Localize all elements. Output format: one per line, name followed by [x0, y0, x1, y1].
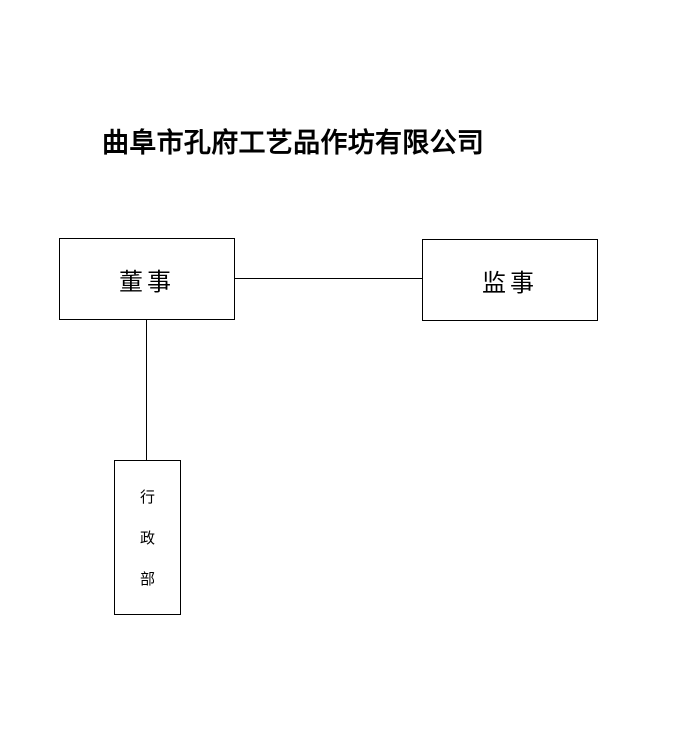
admin-box: 行 政 部	[114, 460, 181, 615]
admin-label-char: 部	[139, 570, 155, 588]
admin-label-char: 行	[139, 488, 155, 506]
board-box: 董事	[59, 238, 235, 320]
board-label: 董事	[119, 267, 175, 296]
supervisor-box: 监事	[422, 239, 598, 321]
connector-board-admin	[146, 320, 147, 461]
supervisor-label: 监事	[482, 268, 538, 297]
admin-label-char: 政	[139, 529, 155, 547]
company-title: 曲阜市孔府工艺品作坊有限公司	[102, 128, 485, 159]
connector-board-supervisor	[235, 278, 422, 279]
